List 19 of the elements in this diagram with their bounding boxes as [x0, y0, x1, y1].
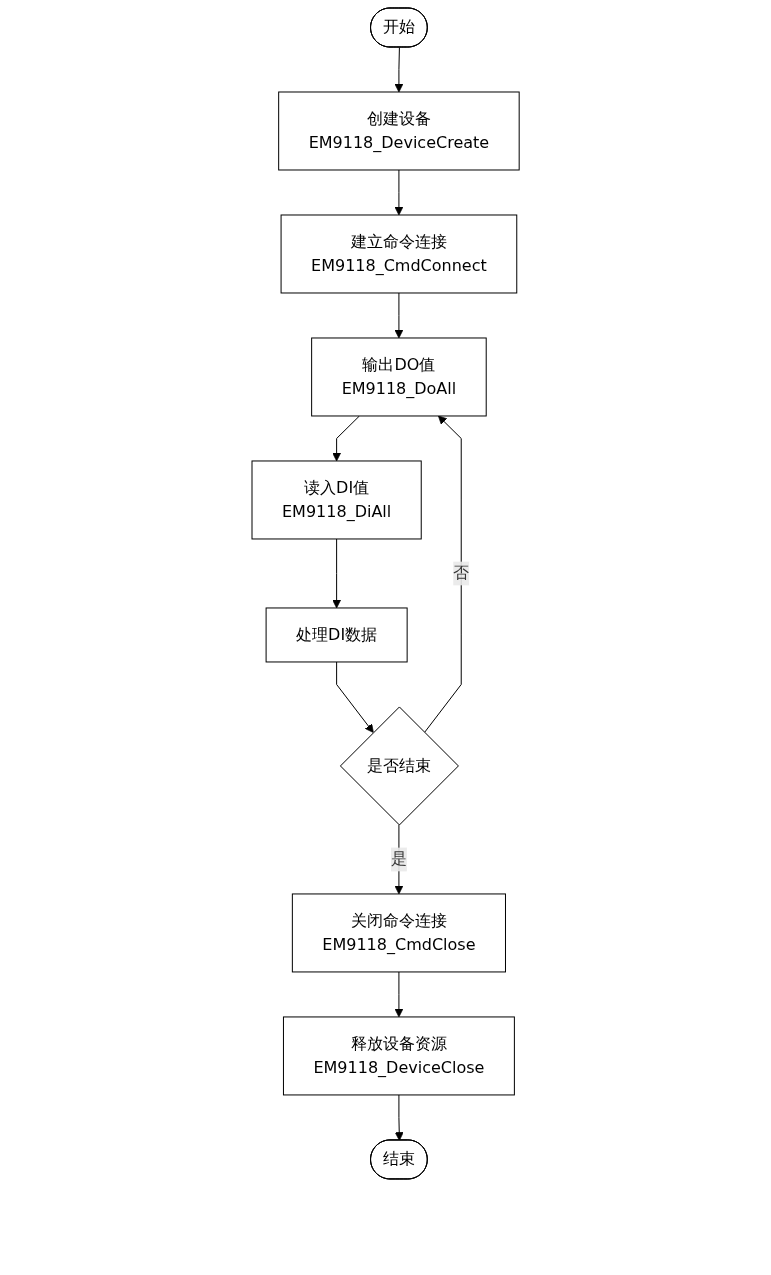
node-box: 释放设备资源 EM9118_DeviceClose: [282, 1016, 515, 1096]
arrow: [394, 47, 404, 93]
node-box: 关闭命令连接 EM9118_CmdClose: [291, 893, 506, 973]
arrow: [423, 415, 462, 733]
node-box: 创建设备 EM9118_DeviceCreate: [278, 91, 520, 171]
arrow: [332, 538, 341, 609]
edge-label: 否: [453, 563, 470, 583]
node-box: 读入DI值 EM9118_DiAll: [251, 460, 422, 540]
arrow: [394, 292, 404, 339]
node-box: 处理DI数据: [265, 607, 408, 663]
edge-label: 是: [390, 849, 407, 869]
arrow: [394, 1094, 404, 1141]
arrow: [394, 971, 404, 1018]
node-diamond: 是否结束: [339, 706, 459, 826]
arrow: [394, 169, 404, 216]
node-box: 输出DO值 EM9118_DoAll: [311, 337, 487, 417]
node-box: 建立命令连接 EM9118_CmdConnect: [280, 214, 518, 294]
arrow: [336, 661, 374, 733]
arrow: [332, 415, 360, 462]
